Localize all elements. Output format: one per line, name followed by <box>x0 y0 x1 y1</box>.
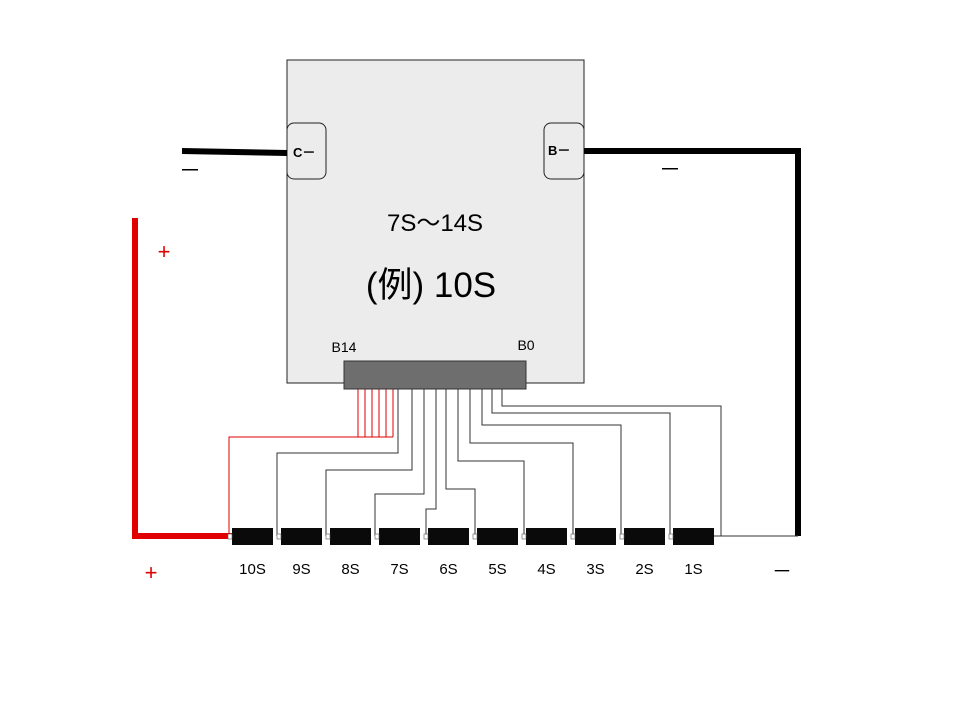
c-minus-sign: － <box>179 158 201 183</box>
balance-wire <box>374 389 425 536</box>
cell-terminal <box>619 533 625 540</box>
cell-label-9s: 9S <box>292 561 310 578</box>
minus-sign-lower: － <box>772 561 792 583</box>
balance-wire <box>469 389 574 536</box>
balance-wire <box>481 389 622 536</box>
cell-terminal <box>374 533 380 540</box>
balance-wire <box>425 389 437 536</box>
example-label: (例) 10S <box>366 266 496 305</box>
cell-label-3s: 3S <box>586 561 604 578</box>
balance-wire <box>457 389 525 536</box>
cell-10s <box>232 528 273 545</box>
cell-terminal <box>325 533 331 540</box>
balance-wire <box>445 389 476 536</box>
cell-label-4s: 4S <box>537 561 555 578</box>
balance-wire <box>501 389 722 536</box>
cell-6s <box>428 528 469 545</box>
cell-label-5s: 5S <box>488 561 506 578</box>
cell-range-label: 7S～14S <box>387 210 483 237</box>
cell-3s <box>575 528 616 545</box>
cell-terminal <box>668 533 674 540</box>
cell-terminal <box>570 533 576 540</box>
cell-7s <box>379 528 420 545</box>
cell-label-8s: 8S <box>341 561 359 578</box>
plus-sign-upper: + <box>158 239 171 264</box>
balance-wire <box>276 389 399 536</box>
positive-main-wire <box>132 218 232 539</box>
red-tie-bus <box>228 436 393 536</box>
cell-1s <box>673 528 714 545</box>
balance-wires <box>276 389 722 536</box>
bms-board <box>286 59 585 384</box>
cell-label-7s: 7S <box>390 561 408 578</box>
cell-terminal <box>423 533 429 540</box>
cell-terminal <box>521 533 527 540</box>
red-tie-wires <box>228 389 394 536</box>
balance-connector <box>343 360 527 390</box>
b-minus-sign: － <box>659 157 681 182</box>
balance-wire <box>325 389 413 536</box>
cell-label-10s: 10S <box>239 561 266 578</box>
c-minus-wire <box>181 148 288 156</box>
pin-b0-label: B0 <box>517 337 534 353</box>
pin-b14-label: B14 <box>332 339 357 355</box>
balance-wire <box>491 389 671 536</box>
cell-terminal <box>227 533 233 540</box>
cell-label-1s: 1S <box>684 561 702 578</box>
cell-terminal <box>276 533 282 540</box>
cell-4s <box>526 528 567 545</box>
c-minus-label: C－ <box>293 145 315 160</box>
b-minus-label: B－ <box>548 143 570 158</box>
b-minus-wire <box>584 148 801 536</box>
cell-5s <box>477 528 518 545</box>
cell-terminal <box>472 533 478 540</box>
cell-label-6s: 6S <box>439 561 457 578</box>
cell-2s <box>624 528 665 545</box>
cell-row: 10S 9S 8S 7S 6S 5S 4S 3S 2S 1S <box>227 528 714 578</box>
cell-8s <box>330 528 371 545</box>
plus-sign-lower: + <box>145 560 158 585</box>
cell-9s <box>281 528 322 545</box>
cell-label-2s: 2S <box>635 561 653 578</box>
